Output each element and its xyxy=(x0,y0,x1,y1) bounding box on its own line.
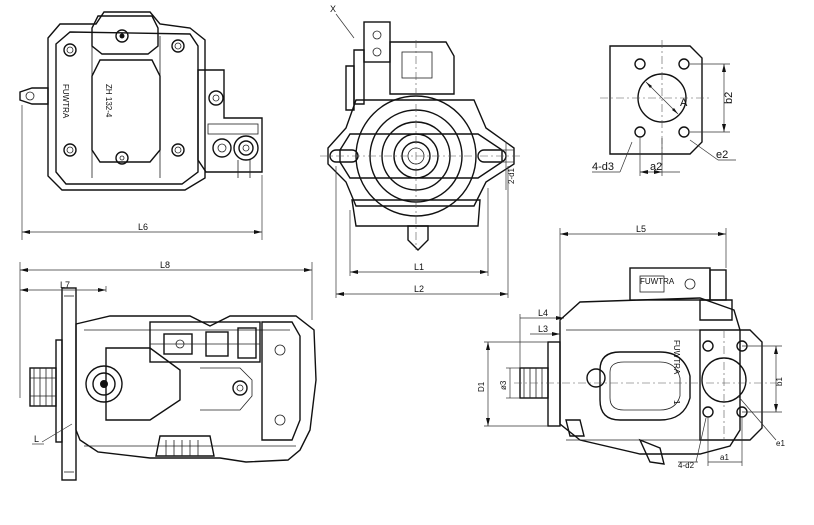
dim-phi3: ø3 xyxy=(499,380,508,390)
dim-a1: a1 xyxy=(720,453,729,462)
dim-L: L xyxy=(34,434,39,444)
dim-4-d3: 4-d3 xyxy=(592,161,614,173)
serial-marking: ZH 132-4 xyxy=(104,84,113,118)
dim-4-d2: 4-d2 xyxy=(678,461,695,470)
dim-L7: L7 xyxy=(60,280,70,290)
dim-L6: L6 xyxy=(138,222,148,232)
top-view: FUWTRA ZH 132-4 L6 xyxy=(19,11,263,240)
front-view: X 2-d1 L1 L2 xyxy=(320,4,520,298)
brand-marking-side: FUWTRA xyxy=(672,340,681,375)
dim-b2: b2 xyxy=(723,92,735,104)
right-side-view: FUWTRA 1 FUWTRA L5 L4 L3 D1 ø3 xyxy=(477,224,785,470)
dim-b1: b1 xyxy=(775,377,784,386)
dim-e2: e2 xyxy=(716,149,728,161)
port-detail-view: A b2 e2 4-d3 a2 xyxy=(592,40,736,176)
dim-2-d1: 2-d1 xyxy=(507,167,516,184)
dim-L3: L3 xyxy=(538,324,548,334)
dim-L4: L4 xyxy=(538,308,548,318)
side-view: L8 L7 L xyxy=(19,260,317,481)
label-A: A xyxy=(680,97,688,109)
dim-e1: e1 xyxy=(776,439,785,448)
dim-L8: L8 xyxy=(160,260,170,270)
dim-a2: a2 xyxy=(650,161,662,173)
brand-marking: FUWTRA xyxy=(61,84,70,119)
label-X: X xyxy=(330,4,336,14)
dim-L2: L2 xyxy=(414,284,424,294)
dim-L5: L5 xyxy=(636,224,646,234)
dim-L1: L1 xyxy=(414,262,424,272)
num-marking: 1 xyxy=(672,400,681,405)
dim-D1: D1 xyxy=(477,381,486,392)
brand-marking-top: FUWTRA xyxy=(640,277,675,286)
